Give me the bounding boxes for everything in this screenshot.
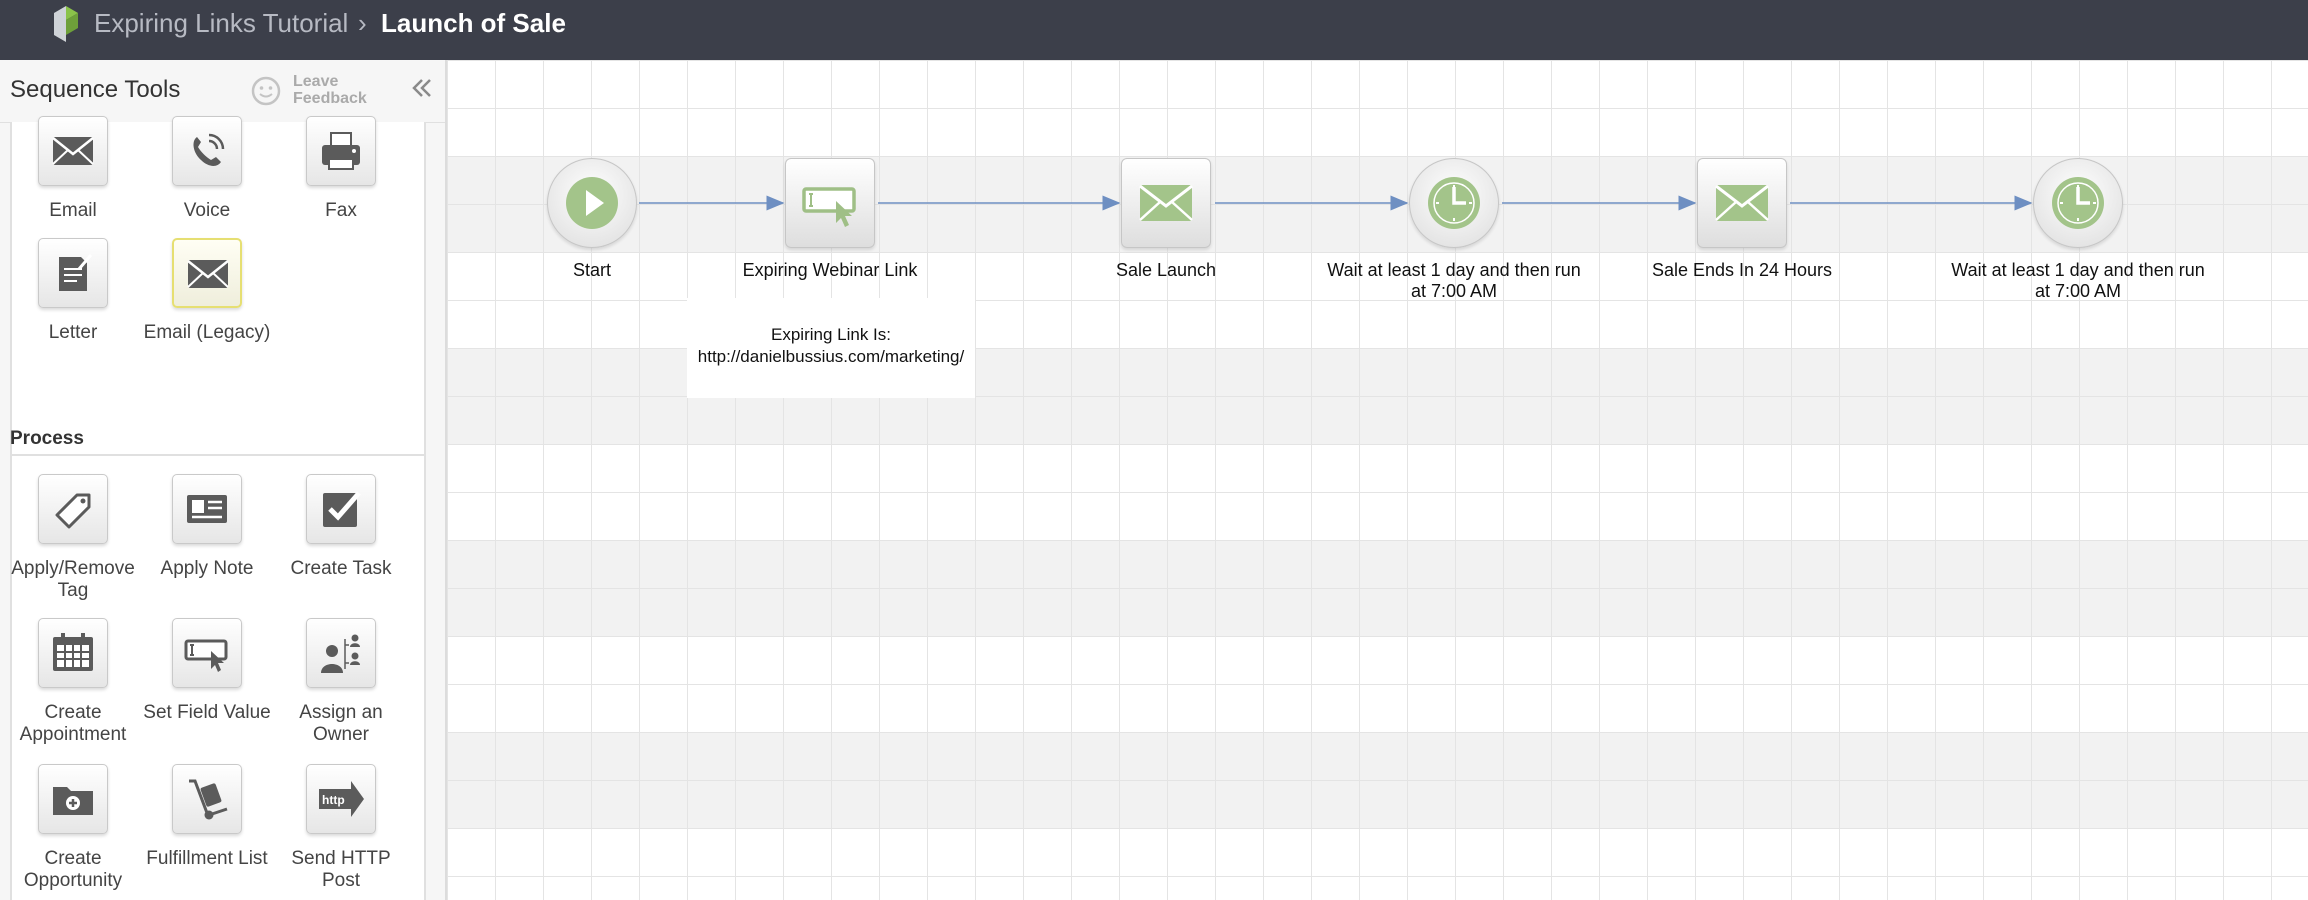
tool-send-http-post[interactable]: http Send HTTP Post	[274, 764, 408, 892]
tool-fulfillment-list-box	[172, 764, 242, 834]
page-title: Launch of Sale	[381, 8, 566, 38]
breadcrumb-separator: ›	[358, 8, 367, 38]
hand-truck-icon	[189, 779, 228, 820]
collapse-sidebar-icon[interactable]	[410, 74, 434, 102]
tool-create-task[interactable]: Create Task	[274, 474, 408, 580]
node-sale-ends-24-hours[interactable]	[1697, 158, 1787, 248]
tool-create-task-box	[306, 474, 376, 544]
tool-set-field-value[interactable]: Set Field Value	[140, 618, 274, 724]
folder-plus-icon	[53, 787, 93, 815]
node-expiring-webinar-link[interactable]	[785, 158, 875, 248]
node-sale-launch-label: Sale Launch	[1115, 260, 1217, 280]
node-wait-2-label: Wait at least 1 day and then run at 7:00…	[1951, 260, 2205, 301]
tool-send-http-post-box: http	[306, 764, 376, 834]
note-line-1: Expiring Link Is:	[771, 325, 891, 344]
tool-apply-remove-tag-box	[38, 474, 108, 544]
tool-email-legacy-box	[172, 238, 242, 308]
sequence-connectors	[639, 195, 2033, 211]
field-cursor-icon	[184, 639, 228, 672]
http-arrow-icon: http	[319, 781, 364, 817]
tool-fulfillment-list[interactable]: Fulfillment List	[140, 764, 274, 870]
tool-create-appointment[interactable]: Create Appointment	[6, 618, 140, 746]
tool-set-field-value-box	[172, 618, 242, 688]
tool-letter-box	[38, 238, 108, 308]
tool-fax[interactable]: Fax	[274, 116, 408, 222]
process-tools-panel: Apply/Remove Tag Apply Note Create Task	[10, 454, 426, 900]
svg-text:http: http	[322, 793, 345, 807]
sequence-note[interactable]: Expiring Link Is: http://danielbussius.c…	[687, 298, 975, 398]
tool-label: Email (Legacy)	[143, 322, 271, 343]
tool-label: Apply Note	[160, 558, 254, 579]
letter-icon	[59, 254, 93, 291]
tool-apply-remove-tag[interactable]: Apply/Remove Tag	[6, 474, 140, 602]
note-line-2: http://danielbussius.com/marketing/	[697, 347, 965, 366]
tool-label: Letter	[48, 322, 98, 343]
tool-label: Voice	[183, 200, 231, 221]
leave-feedback-label: Leave Feedback	[293, 73, 367, 107]
communication-tools-panel: Email Voice Fax	[10, 116, 426, 458]
tool-create-opportunity-box	[38, 764, 108, 834]
tool-label: Email	[49, 200, 97, 221]
canvas-grid	[447, 60, 2308, 900]
tag-icon	[55, 493, 91, 529]
email-icon	[1139, 184, 1193, 221]
tool-fax-box	[306, 116, 376, 186]
node-start[interactable]	[547, 158, 637, 248]
tool-voice-box	[172, 116, 242, 186]
fax-icon	[322, 132, 360, 170]
tool-label: Create Appointment	[19, 702, 127, 745]
tool-email[interactable]: Email	[6, 116, 140, 222]
node-wait-2[interactable]	[2033, 158, 2123, 248]
sidebar-title: Sequence Tools	[10, 76, 181, 103]
tool-label: Create Task	[290, 558, 392, 579]
leave-feedback-button[interactable]: Leave Feedback	[251, 73, 401, 109]
breadcrumb-parent-link[interactable]: Expiring Links Tutorial	[94, 8, 349, 38]
email-legacy-icon	[187, 260, 229, 288]
tool-assign-owner-box	[306, 618, 376, 688]
tool-create-appointment-box	[38, 618, 108, 688]
tool-email-legacy[interactable]: Email (Legacy)	[140, 238, 274, 344]
tool-assign-owner[interactable]: Assign an Owner	[274, 618, 408, 746]
note-icon	[187, 495, 227, 523]
clock-icon	[1428, 177, 1480, 229]
node-expiring-webinar-link-label: Expiring Webinar Link	[742, 260, 918, 280]
tool-label: Create Opportunity	[23, 848, 123, 891]
tool-label: Assign an Owner	[299, 702, 383, 745]
tool-apply-note[interactable]: Apply Note	[140, 474, 274, 580]
sequence-tools-sidebar: Sequence Tools Leave Feedback Email	[0, 60, 447, 900]
smiley-icon	[251, 76, 281, 106]
node-start-circle	[547, 158, 637, 248]
tool-letter[interactable]: Letter	[6, 238, 140, 344]
voice-icon	[193, 133, 225, 166]
process-heading: Process	[10, 428, 84, 449]
owner-icon	[321, 634, 360, 673]
tool-label: Fax	[325, 200, 357, 221]
tool-label: Fulfillment List	[146, 848, 268, 869]
tool-apply-note-box	[172, 474, 242, 544]
node-start-label: Start	[572, 260, 611, 280]
email-icon	[1715, 184, 1769, 221]
calendar-icon	[53, 633, 93, 671]
node-sale-ends-24-hours-label: Sale Ends In 24 Hours	[1651, 260, 1833, 280]
checkbox-icon	[323, 491, 361, 527]
tool-create-opportunity[interactable]: Create Opportunity	[6, 764, 140, 892]
sequence-canvas[interactable]: Start Expiring Webinar Link Expiring Lin…	[447, 60, 2308, 900]
play-icon	[566, 177, 618, 229]
clock-icon	[2052, 177, 2104, 229]
tool-label: Set Field Value	[143, 702, 271, 723]
top-bar: Expiring Links Tutorial › Launch of Sale	[0, 0, 2308, 60]
tool-label: Apply/Remove Tag	[11, 558, 135, 601]
node-wait-1-label: Wait at least 1 day and then run at 7:00…	[1327, 260, 1581, 301]
node-sale-launch[interactable]	[1121, 158, 1211, 248]
node-wait-1[interactable]	[1409, 158, 1499, 248]
tool-voice[interactable]: Voice	[140, 116, 274, 222]
email-icon	[52, 137, 94, 165]
tool-email-box	[38, 116, 108, 186]
tool-label: Send HTTP Post	[291, 848, 391, 891]
field-cursor-icon	[802, 187, 856, 227]
app-logo-icon[interactable]	[52, 6, 80, 42]
